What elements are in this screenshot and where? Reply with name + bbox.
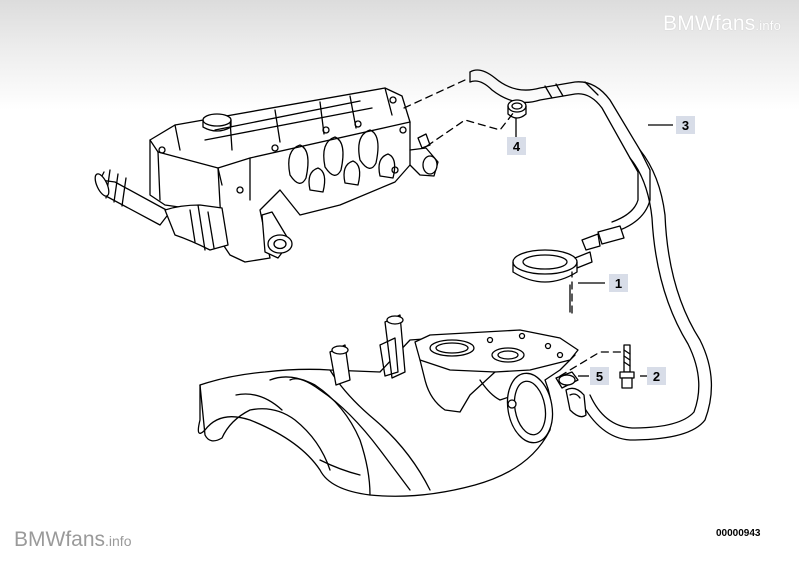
callout-label-5: 5 <box>596 369 603 384</box>
watermark-top: BMWfans.info <box>663 12 781 36</box>
callout-label-1: 1 <box>615 276 622 291</box>
callout-3: 3 <box>676 116 695 134</box>
callout-layer <box>515 118 673 377</box>
part-4-grommet <box>507 99 527 119</box>
callout-box-5 <box>590 367 609 385</box>
callout-box-2 <box>647 367 666 385</box>
callout-5: 5 <box>590 367 609 385</box>
callout-label-3: 3 <box>682 118 689 133</box>
callout-box-3 <box>676 116 695 134</box>
callout-1: 1 <box>609 274 628 292</box>
callout-label-4: 4 <box>513 139 521 154</box>
cylinder-head <box>94 87 439 263</box>
callout-box-4 <box>507 137 526 155</box>
callout-4: 4 <box>507 137 526 155</box>
watermark-bottom: BMWfans.info <box>14 528 131 552</box>
callout-2: 2 <box>647 367 666 385</box>
part-2-bolt <box>619 344 635 389</box>
watermark-bottom-brand: BMWfans <box>14 528 106 551</box>
watermark-top-suffix: .info <box>755 18 781 33</box>
watermark-bottom-suffix: .info <box>105 533 132 549</box>
callout-box-1 <box>609 274 628 292</box>
top-gradient-band <box>0 0 799 110</box>
intake-manifold <box>197 314 587 497</box>
callouts: 1 2 3 4 5 <box>507 116 695 385</box>
leader-lines <box>403 79 626 377</box>
diagram-code: 00000943 <box>716 528 761 539</box>
part-1-ring <box>512 249 593 283</box>
callout-label-2: 2 <box>653 369 660 384</box>
watermark-top-brand: BMWfans <box>663 12 756 35</box>
